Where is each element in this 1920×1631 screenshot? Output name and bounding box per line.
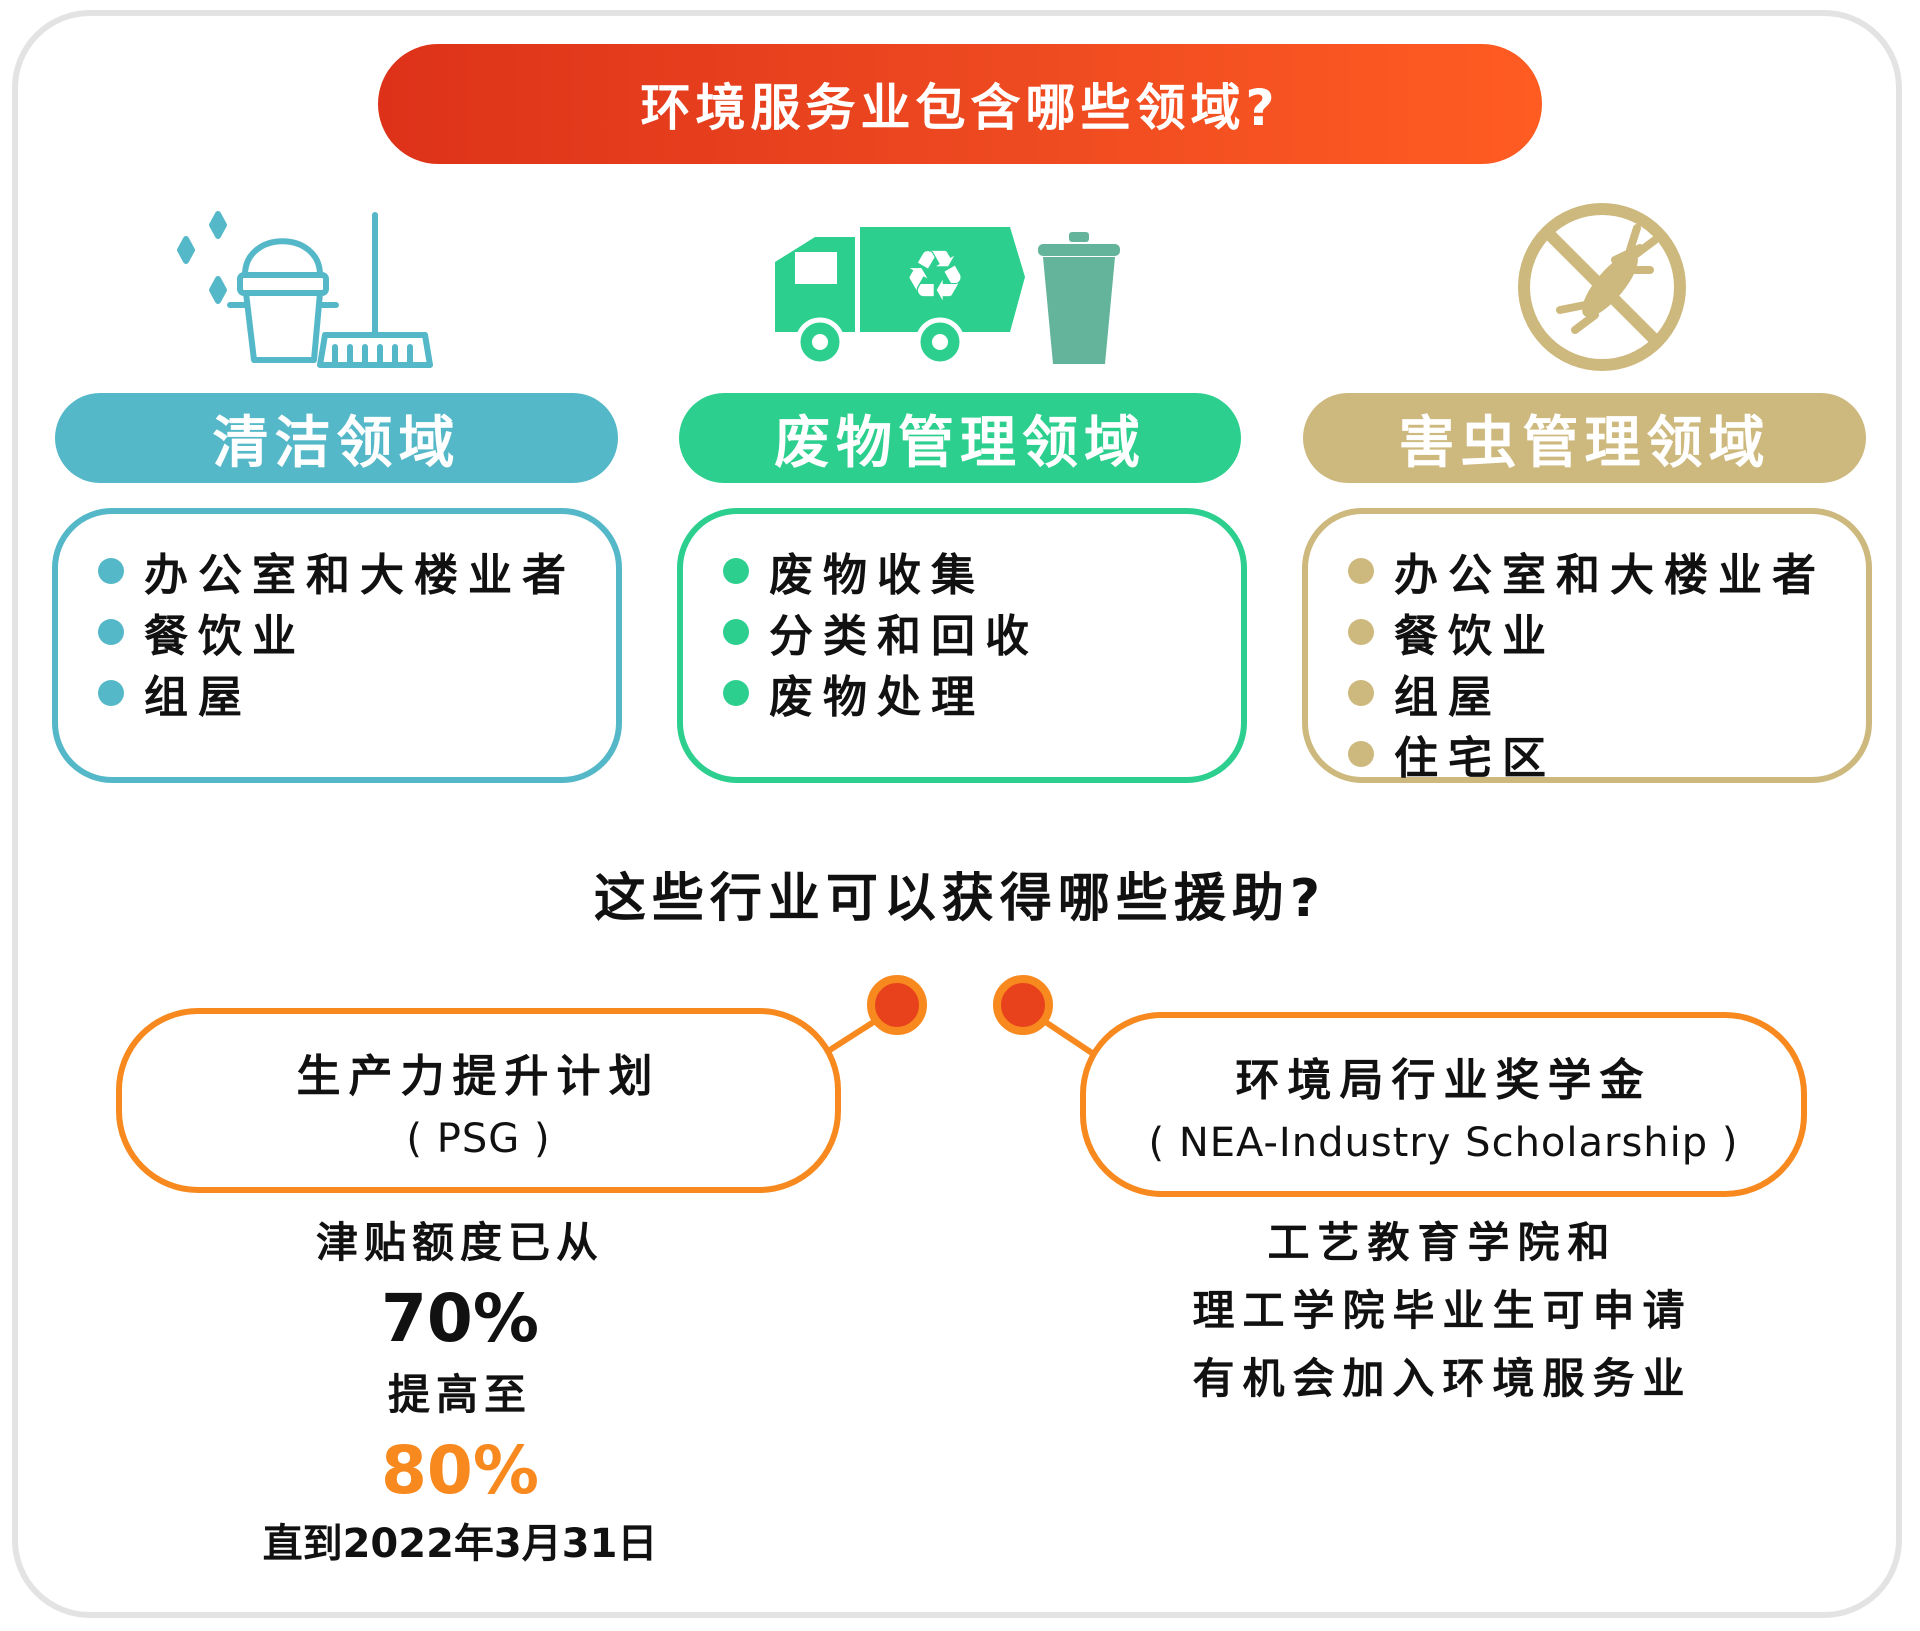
list-item: 组屋 bbox=[1348, 662, 1866, 723]
psg-details: 津贴额度已从 70% 提高至 80% 直到2022年3月31日 bbox=[215, 1218, 705, 1567]
nea-detail-line: 有机会加入环境服务业 bbox=[1192, 1354, 1693, 1403]
sector-pill-pest: 害虫管理领域 bbox=[1303, 393, 1866, 483]
bullet-dot bbox=[98, 679, 124, 706]
sector-title: 害虫管理领域 bbox=[1398, 410, 1771, 476]
list-item: 组屋 bbox=[98, 662, 616, 723]
svg-text:♻: ♻ bbox=[904, 235, 967, 317]
recycling-truck-icon: ♻ bbox=[765, 222, 1125, 372]
bucket-mop-icon bbox=[160, 195, 445, 380]
list-item: 住宅区 bbox=[1348, 723, 1866, 784]
list-item: 废物收集 bbox=[723, 540, 1241, 601]
page-title: 环境服务业包含哪些领域? bbox=[640, 79, 1280, 137]
nea-detail-line: 工艺教育学院和 bbox=[1267, 1218, 1618, 1267]
sector-title: 清洁领域 bbox=[212, 410, 461, 476]
psg-detail-line: 提高至 bbox=[387, 1370, 532, 1419]
sector-card-pest: 办公室和大楼业者 餐饮业 组屋 住宅区 bbox=[1302, 508, 1872, 784]
bullet-dot bbox=[98, 557, 124, 584]
list-item: 废物处理 bbox=[723, 662, 1241, 723]
bullet-dot bbox=[723, 679, 749, 706]
sector-card-cleaning: 办公室和大楼业者 餐饮业 组屋 bbox=[52, 508, 622, 783]
title-banner: 环境服务业包含哪些领域? bbox=[378, 44, 1542, 164]
sector-pill-cleaning: 清洁领域 bbox=[55, 393, 618, 483]
nea-box: 环境局行业奖学金 ( NEA-Industry Scholarship ) bbox=[1080, 1012, 1807, 1197]
nea-details: 工艺教育学院和 理工学院毕业生可申请 有机会加入环境服务业 bbox=[1120, 1222, 1765, 1400]
psg-deadline: 直到2022年3月31日 bbox=[262, 1521, 658, 1567]
bullet-dot bbox=[723, 618, 749, 645]
connector-dot-right bbox=[993, 975, 1053, 1035]
bullet-dot bbox=[1348, 618, 1374, 645]
assistance-question: 这些行业可以获得哪些援助? bbox=[593, 869, 1327, 929]
bullet-dot bbox=[1348, 679, 1374, 706]
sector-pill-waste: 废物管理领域 bbox=[679, 393, 1241, 483]
bullet-dot bbox=[1348, 740, 1374, 767]
nea-subtitle: ( NEA-Industry Scholarship ) bbox=[1148, 1119, 1739, 1166]
psg-new-rate: 80% bbox=[381, 1432, 539, 1509]
nea-title: 环境局行业奖学金 bbox=[1235, 1054, 1652, 1106]
list-item: 餐饮业 bbox=[1348, 601, 1866, 662]
psg-old-rate: 70% bbox=[381, 1280, 539, 1357]
psg-title: 生产力提升计划 bbox=[296, 1050, 661, 1102]
no-pest-icon bbox=[1515, 200, 1690, 375]
connector-dot-left bbox=[867, 975, 927, 1035]
list-item: 分类和回收 bbox=[723, 601, 1241, 662]
psg-subtitle: ( PSG ) bbox=[406, 1115, 551, 1162]
list-item: 餐饮业 bbox=[98, 601, 616, 662]
bullet-dot bbox=[723, 557, 749, 584]
list-item: 办公室和大楼业者 bbox=[1348, 540, 1866, 601]
bullet-dot bbox=[1348, 557, 1374, 584]
sector-card-waste: 废物收集 分类和回收 废物处理 bbox=[677, 508, 1247, 783]
nea-detail-line: 理工学院毕业生可申请 bbox=[1192, 1286, 1693, 1335]
psg-detail-line: 津贴额度已从 bbox=[315, 1218, 604, 1267]
psg-box: 生产力提升计划 ( PSG ) bbox=[116, 1008, 841, 1193]
bullet-dot bbox=[98, 618, 124, 645]
sector-title: 废物管理领域 bbox=[774, 410, 1146, 476]
list-item: 办公室和大楼业者 bbox=[98, 540, 616, 601]
